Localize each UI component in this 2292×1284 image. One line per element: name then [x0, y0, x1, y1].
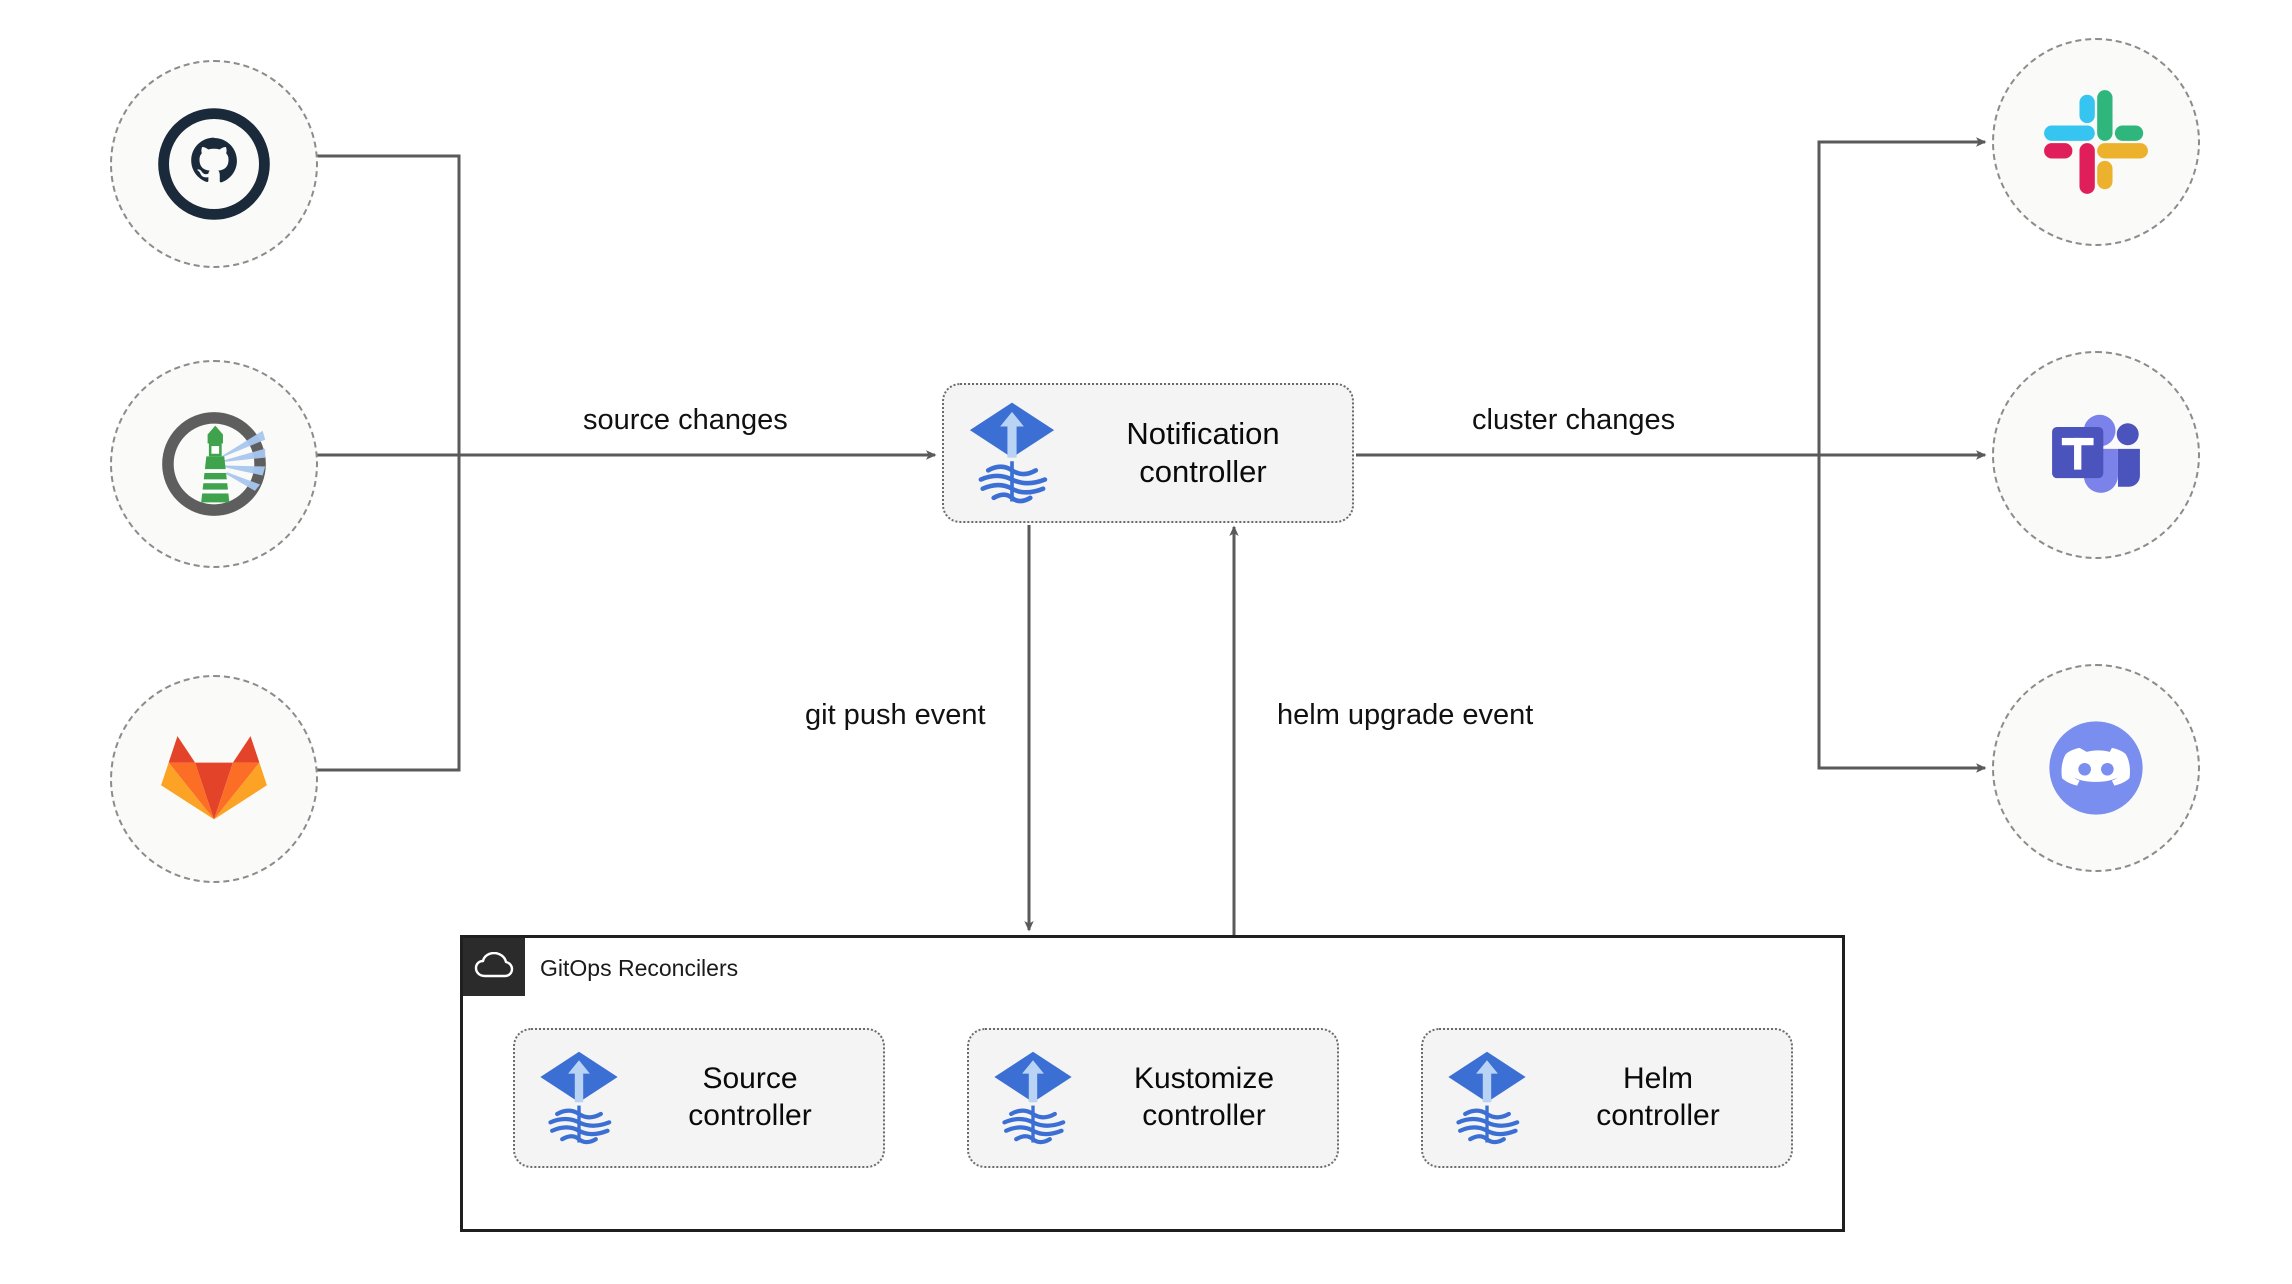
flux-logo-icon	[1448, 1051, 1526, 1145]
flux-logo-icon	[994, 1051, 1072, 1145]
edge-label-git-push-event: git push event	[805, 699, 986, 731]
sink-node-slack[interactable]	[1992, 38, 2200, 246]
lighthouse-icon	[162, 412, 266, 516]
sink-node-teams[interactable]	[1992, 351, 2200, 559]
reconciler-node-source[interactable]: Source controller	[513, 1028, 885, 1168]
notification-controller-label: Notification controller	[1126, 416, 1280, 489]
edge-label-source-changes: source changes	[583, 404, 788, 436]
flux-logo-icon	[540, 1051, 618, 1145]
wire-gitlab-to-bus	[313, 455, 461, 772]
source-node-flux-lighthouse[interactable]	[110, 360, 318, 568]
reconciler-label-kustomize: Kustomize controller	[1133, 1062, 1275, 1132]
reconciler-node-helm[interactable]: Helm controller	[1421, 1028, 1793, 1168]
source-node-github[interactable]	[110, 60, 318, 268]
wire-bus-to-slack	[1817, 137, 1987, 455]
reconciler-node-kustomize[interactable]: Kustomize controller	[967, 1028, 1339, 1168]
sink-node-discord[interactable]	[1992, 664, 2200, 872]
cloud-icon	[474, 952, 514, 978]
notification-controller-node[interactable]: Notification controller	[942, 383, 1354, 523]
reconciler-label-helm: Helm controller	[1596, 1062, 1720, 1132]
wire-github-to-bus	[313, 154, 461, 455]
github-icon	[158, 108, 270, 220]
source-node-gitlab[interactable]	[110, 675, 318, 883]
gitops-container-tab	[463, 938, 525, 996]
wire-bus-to-discord	[1817, 455, 1987, 773]
reconciler-label-source: Source controller	[688, 1062, 812, 1132]
slack-icon	[2044, 90, 2148, 194]
edge-label-cluster-changes: cluster changes	[1472, 404, 1676, 436]
discord-icon	[2049, 721, 2143, 815]
edge-label-helm-upgrade-event: helm upgrade event	[1277, 699, 1534, 731]
teams-icon	[2052, 414, 2140, 493]
gitops-container-title: GitOps Reconcilers	[540, 955, 739, 981]
gitlab-icon	[161, 736, 267, 820]
flux-logo-icon	[969, 402, 1055, 504]
